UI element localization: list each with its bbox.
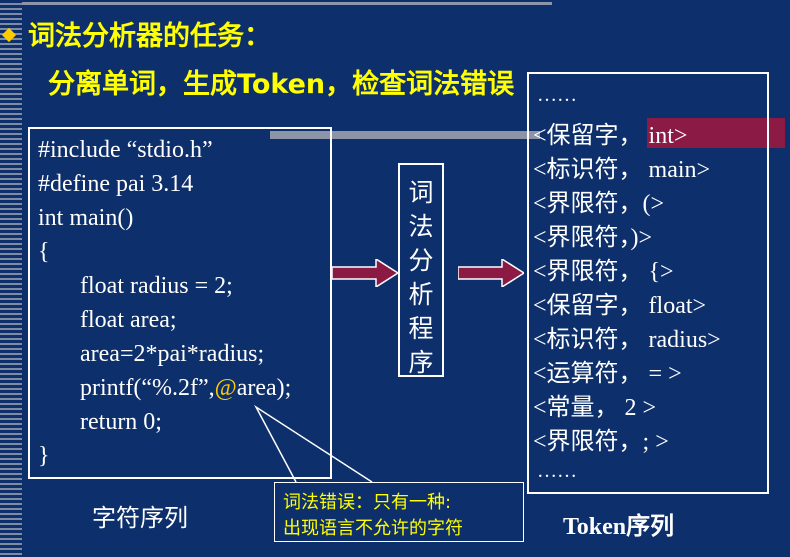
code-line: float radius = 2;: [80, 273, 233, 299]
token-line: <界限符，)>: [533, 225, 653, 251]
arrow-right-icon: [332, 259, 398, 287]
source-code-box: [28, 127, 332, 479]
left-stripe-decoration: [0, 0, 22, 557]
token-line: <标识符， radius>: [533, 327, 721, 353]
program-char: 分: [408, 246, 434, 275]
lexer-program-box: 词 法 分 析 程 序: [398, 163, 444, 377]
code-line: area=2*pai*radius;: [80, 341, 265, 367]
program-char: 析: [408, 280, 434, 309]
token-line: <界限符，(>: [533, 191, 665, 217]
code-line: #define pai 3.14: [38, 171, 194, 197]
token-line: <界限符， {>: [533, 259, 674, 285]
code-line: #include “stdio.h”: [38, 137, 213, 163]
code-line: }: [38, 443, 50, 469]
token-line: ……: [537, 84, 577, 106]
token-line: <保留字， int>: [533, 123, 688, 149]
callout-line: 出现语言不允许的字符: [283, 518, 463, 539]
source-caption: 字符序列: [92, 504, 188, 532]
slide-title: 词法分析器的任务：: [28, 21, 271, 52]
token-line: <标识符， main>: [533, 157, 711, 183]
code-line-printf: printf(“%.2f”,@area);: [80, 375, 291, 402]
program-char: 序: [408, 348, 434, 377]
code-line: int main(): [38, 205, 134, 231]
token-line: <界限符，; >: [533, 429, 669, 455]
arrow-right-icon: [458, 259, 524, 287]
error-callout-box: 词法错误：只有一种: 出现语言不允许的字符: [274, 482, 524, 542]
code-fragment: area);: [236, 375, 292, 401]
program-char: 词: [408, 178, 434, 207]
token-line: ……: [537, 460, 577, 482]
token-line: <保留字， float>: [533, 293, 707, 319]
code-fragment: printf(“%.2f”,: [80, 375, 215, 401]
token-sequence-box: [527, 72, 769, 494]
code-line: return 0;: [80, 409, 162, 435]
slide-subtitle: 分离单词，生成Token，检查词法错误: [48, 69, 515, 100]
highlight-block: [647, 118, 785, 148]
illegal-char: @: [214, 375, 237, 401]
top-divider: [22, 2, 552, 5]
callout-line: 词法错误：只有一种:: [283, 492, 452, 513]
token-caption: Token序列: [563, 514, 675, 540]
code-line: float area;: [80, 307, 177, 333]
grey-bar-decoration: [270, 131, 540, 139]
program-char: 程: [408, 314, 434, 343]
token-line: <运算符， = >: [533, 361, 682, 387]
token-line: <常量， 2 >: [533, 395, 657, 421]
code-line: {: [38, 239, 50, 265]
program-char: 法: [408, 212, 434, 241]
